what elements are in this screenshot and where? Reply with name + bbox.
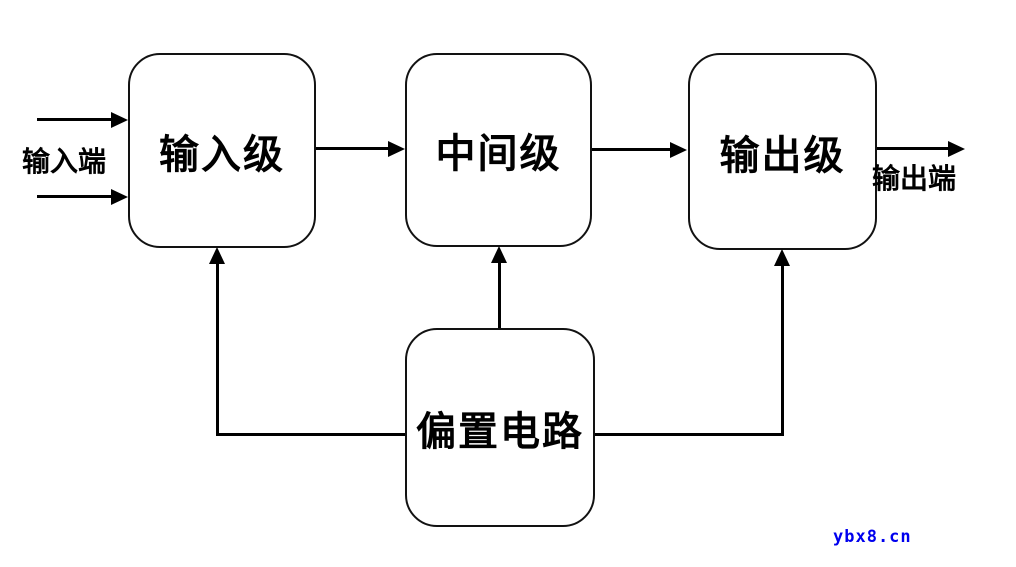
connector-input-to-middle — [316, 147, 390, 150]
arrowhead-up-icon — [774, 249, 790, 266]
node-bias-circuit: 偏置电路 — [405, 328, 595, 527]
arrowhead-right-icon — [948, 141, 965, 157]
connector-bias-to-middle — [498, 261, 501, 328]
watermark-text: ybx8.cn — [833, 527, 912, 547]
arrowhead-up-icon — [491, 246, 507, 263]
connector-bias-to-input-vertical — [216, 261, 219, 436]
input-arrow-line-2 — [37, 195, 113, 198]
node-input-stage-label: 输入级 — [159, 131, 285, 178]
node-output-stage-label: 输出级 — [719, 132, 846, 179]
arrowhead-up-icon — [209, 247, 225, 264]
output-arrow-line — [877, 147, 950, 150]
arrowhead-right-icon — [111, 189, 128, 205]
connector-bias-to-output-vertical — [781, 263, 784, 436]
arrowhead-right-icon — [670, 142, 687, 158]
connector-middle-to-output — [592, 148, 672, 151]
connector-bias-to-output-horizontal — [595, 433, 784, 436]
input-arrow-line-1 — [37, 118, 113, 121]
node-bias-circuit-label: 偏置电路 — [416, 408, 584, 455]
output-terminal-label: 输出端 — [872, 162, 957, 195]
node-middle-stage: 中间级 — [405, 53, 592, 247]
arrowhead-right-icon — [111, 112, 128, 128]
node-output-stage: 输出级 — [688, 53, 877, 250]
node-input-stage: 输入级 — [128, 53, 316, 248]
node-middle-stage-label: 中间级 — [435, 131, 562, 177]
connector-bias-to-input-horizontal — [216, 433, 405, 436]
input-terminal-label: 输入端 — [22, 145, 107, 178]
arrowhead-right-icon — [388, 141, 405, 157]
